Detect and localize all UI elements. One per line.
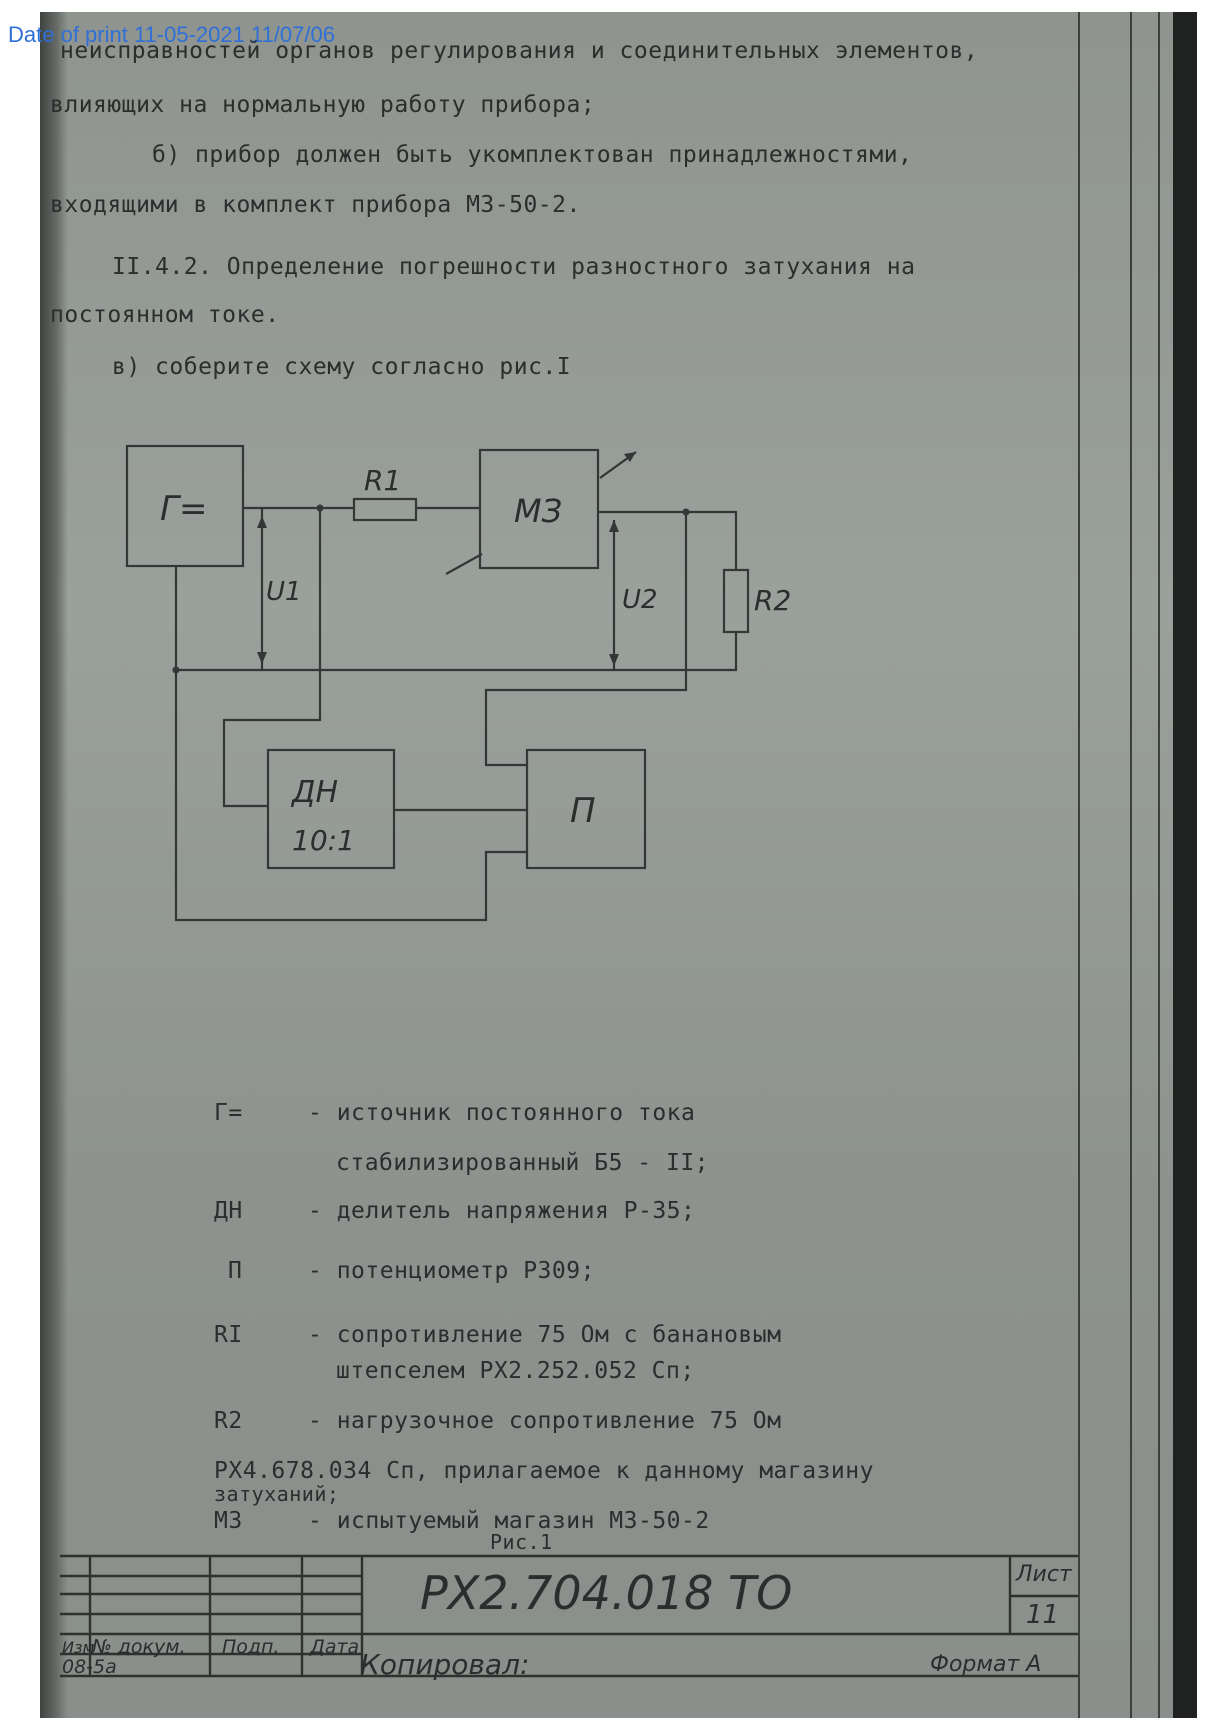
source-block [125,444,245,568]
col-izm: Изм [62,1638,95,1657]
legend-sym-4: П [228,1258,243,1284]
legend-sym-3: ДН [214,1198,243,1224]
body-line-7: в) соберите схему согласно рис.I [112,354,572,380]
legend-text-1: - источник постоянного тока [308,1100,696,1126]
node-3 [172,666,180,674]
node-1 [316,504,324,512]
dn-label-1: ДН [290,775,338,810]
p-label: П [570,791,596,831]
frame-line-right-2 [1130,12,1132,1718]
body-line-6: постоянном токе. [50,302,280,328]
legend-sym-10: МЗ [214,1508,243,1534]
dn-label-2: 10:1 [292,824,355,857]
mz-diag [445,553,483,575]
legend-text-6: штепселем РХ2.252.052 Сп; [336,1358,695,1384]
body-line-3: б) прибор должен быть укомплектован прин… [152,142,913,168]
copied-by: Копировал: [360,1648,530,1681]
legend-sym-1: Г= [214,1100,243,1126]
node-2 [682,508,690,516]
u1-arrow-head-down [257,652,267,664]
col-sign: Подп. [222,1636,280,1658]
sheet-label: Лист [1016,1562,1072,1587]
figure-caption: Рис.1 [490,1530,553,1554]
legend-text-8: РХ4.678.034 Сп, прилагаемое к данному ма… [214,1458,874,1484]
wire-u1-right [222,508,322,808]
col-doc: № докум. [92,1636,186,1658]
u2-arrow-head-up [609,520,619,532]
inventory-number: 08-5а [62,1656,117,1678]
source-label: Г= [160,489,207,529]
r2-label: R2 [754,584,791,617]
format-label: Формат А [930,1652,1042,1677]
u2-arrow-head-down [609,654,619,666]
legend-text-5: - сопротивление 75 Ом с банановым [308,1322,782,1348]
legend-sym-7: R2 [214,1408,243,1434]
scan-shadow-right [1173,12,1197,1718]
doc-number: РХ2.704.018 ТО [420,1566,793,1620]
wire-r2-bottom [176,632,738,672]
mz-arrow-head [624,452,636,462]
sheet-number: 11 [1026,1600,1060,1630]
u1-arrow-head-up [257,516,267,528]
r1-resistor [352,497,418,522]
legend-text-2: стабилизированный Б5 - II; [336,1150,710,1176]
frame-line-right-3 [1158,12,1160,1718]
legend-text-9: затуханий; [214,1482,340,1506]
scanned-sheet [40,12,1195,1718]
legend-text-3: - делитель напряжения Р-35; [308,1198,696,1224]
print-date-stamp: Date of print 11-05-2021 11/07/06 [8,22,335,47]
legend-sym-5: RI [214,1322,243,1348]
col-date: Дата [310,1636,360,1658]
wire-u2-node [484,512,688,767]
wire-source-down [174,566,527,922]
mz-label: МЗ [514,492,562,530]
scan-shadow-left [40,12,68,1718]
legend-text-7: - нагрузочное сопротивление 75 Ом [308,1408,782,1434]
legend-text-10: - испытуемый магазин МЗ-50-2 [308,1508,710,1534]
wire-mz-right [598,510,738,570]
body-line-2: влияющих на нормальную работу прибора; [50,92,596,118]
u2-label: U2 [622,585,658,615]
body-line-5: II.4.2. Определение погрешности разностн… [112,254,916,280]
frame-line-right-1 [1078,12,1080,1718]
u1-label: U1 [266,577,302,607]
body-line-4: входящими в комплект прибора МЗ-50-2. [50,192,581,218]
body-line-1: неисправностей органов регулирования и с… [60,38,979,64]
r1-label: R1 [364,464,401,497]
legend-text-4: - потенциометр Р309; [308,1258,595,1284]
